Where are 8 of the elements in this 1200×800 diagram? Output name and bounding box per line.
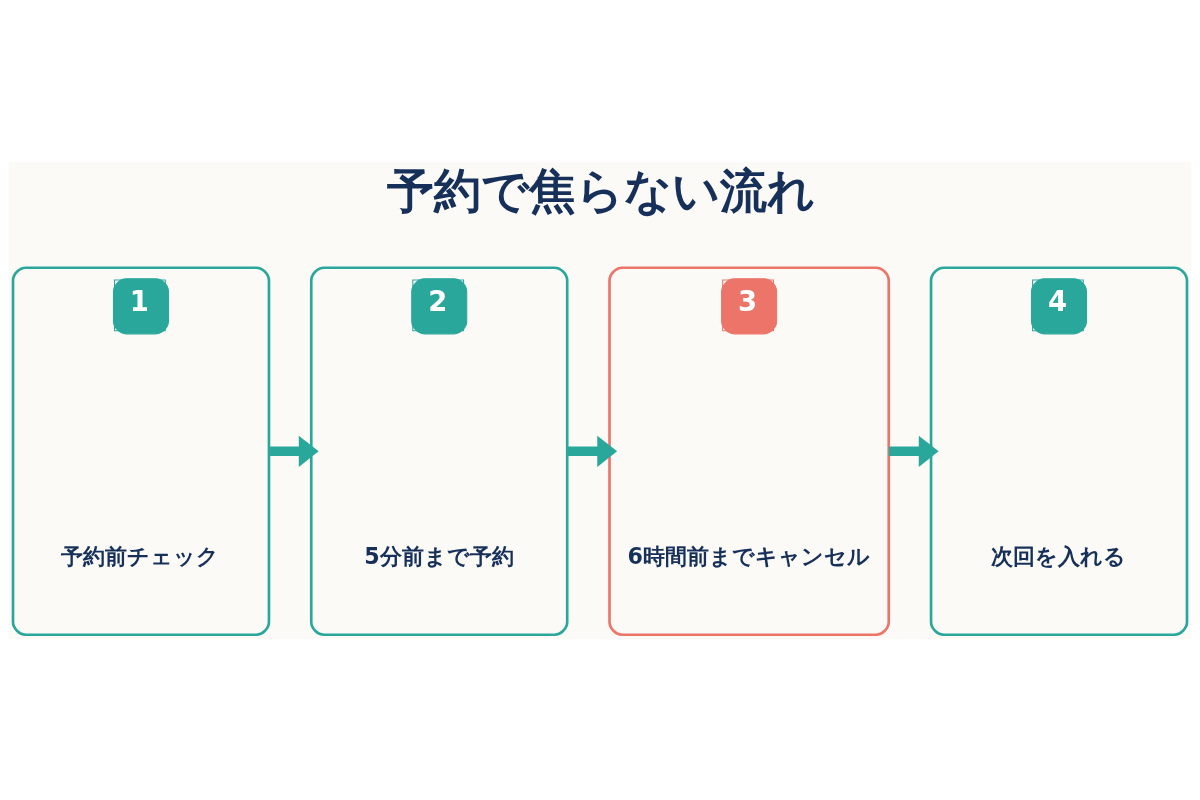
node-box: 2 5分前まで予約 bbox=[309, 265, 569, 636]
node-box: 1 予約前チェック bbox=[11, 265, 271, 636]
node-box: 4 次回を入れる bbox=[929, 265, 1189, 636]
arrow bbox=[888, 435, 939, 467]
diagram-title: 予約で焦らない流れ bbox=[386, 163, 815, 218]
arrow bbox=[269, 435, 319, 467]
arrow bbox=[567, 435, 618, 467]
node-box: 3 6時間前までキャンセル bbox=[608, 265, 891, 636]
